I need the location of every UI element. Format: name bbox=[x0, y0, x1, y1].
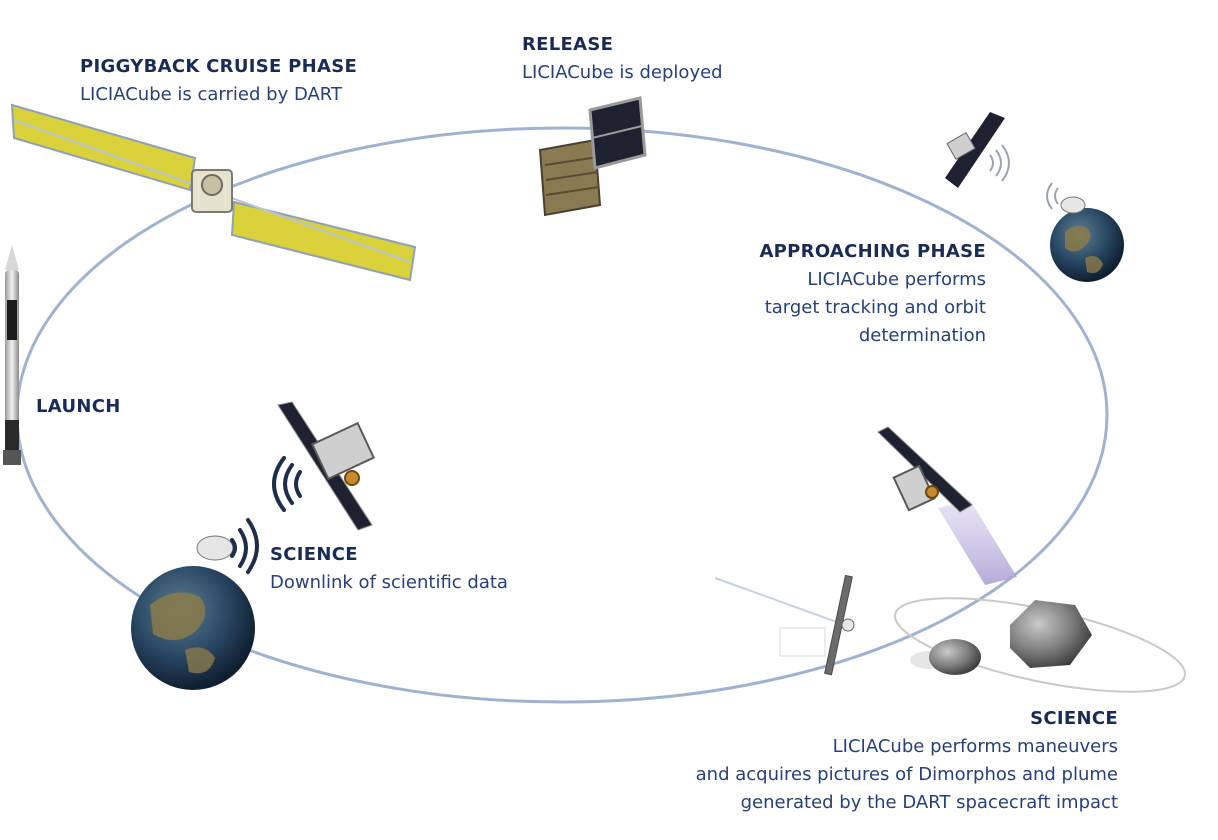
launch-rocket-icon bbox=[3, 245, 21, 465]
dimorphos-asteroid-icon bbox=[910, 639, 981, 675]
earth-large-icon bbox=[131, 535, 255, 690]
antenna-signal-icon bbox=[1046, 182, 1059, 210]
science-downlink-desc: Downlink of scientific data bbox=[270, 572, 508, 593]
science-impact-line-1: LICIACube performs maneuvers bbox=[832, 736, 1118, 757]
piggyback-desc: LICIACube is carried by DART bbox=[80, 84, 342, 105]
approaching-line-1: LICIACube performs bbox=[807, 269, 986, 290]
approaching-title: APPROACHING PHASE bbox=[759, 241, 986, 262]
science-downlink-title: SCIENCE bbox=[270, 544, 358, 565]
approaching-phase-label: APPROACHING PHASE LICIACube performs tar… bbox=[759, 238, 986, 350]
launch-label: LAUNCH bbox=[36, 393, 121, 421]
dart-spacecraft-icon bbox=[10, 103, 417, 282]
liciacube-approach-icon bbox=[945, 112, 1005, 188]
piggyback-phase-label: PIGGYBACK CRUISE PHASE LICIACube is carr… bbox=[80, 53, 357, 109]
dart-impactor-icon bbox=[714, 574, 855, 676]
downlink-signal-icon bbox=[272, 456, 302, 512]
signal-waves-icon bbox=[989, 144, 1010, 182]
release-phase-label: RELEASE LICIACube is deployed bbox=[522, 31, 723, 87]
liciacube-imaging-icon bbox=[877, 426, 1017, 585]
earth-small-icon bbox=[1050, 196, 1124, 282]
science-downlink-label: SCIENCE Downlink of scientific data bbox=[270, 541, 508, 597]
antenna-downlink-signal-icon bbox=[230, 518, 259, 574]
approaching-line-2: target tracking and orbit bbox=[764, 297, 986, 318]
science-impact-label: SCIENCE LICIACube performs maneuvers and… bbox=[696, 705, 1118, 817]
release-desc: LICIACube is deployed bbox=[522, 62, 723, 83]
science-impact-line-2: and acquires pictures of Dimorphos and p… bbox=[695, 764, 1118, 785]
approaching-line-3: determination bbox=[858, 325, 986, 346]
piggyback-title: PIGGYBACK CRUISE PHASE bbox=[80, 56, 358, 77]
science-impact-title: SCIENCE bbox=[1030, 708, 1118, 729]
launch-title: LAUNCH bbox=[36, 396, 121, 417]
release-title: RELEASE bbox=[522, 34, 614, 55]
science-impact-line-3: generated by the DART spacecraft impact bbox=[740, 792, 1118, 813]
liciacube-science-icon bbox=[277, 401, 376, 531]
didymos-asteroid-icon bbox=[1010, 600, 1092, 668]
liciacube-release-icon bbox=[538, 96, 647, 217]
